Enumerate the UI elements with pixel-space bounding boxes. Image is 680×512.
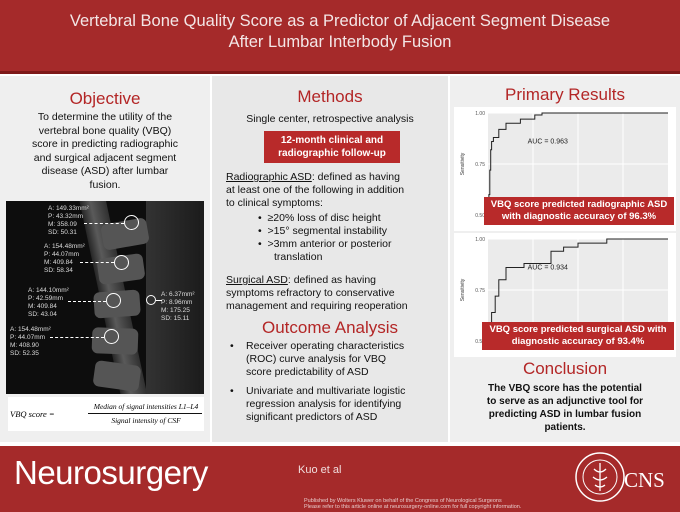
roc-curve (488, 238, 668, 342)
roi-circle (124, 215, 139, 230)
list-item: • >3mm anterior or posterior (258, 238, 392, 250)
conclusion-text: The VBQ score has the potential to serve… (486, 383, 644, 433)
authors: Kuo et al (298, 464, 342, 476)
title-banner: Vertebral Bone Quality Score as a Predic… (0, 0, 680, 74)
auc-annotation: AUC = 0.934 (528, 265, 568, 272)
list-item: • Receiver operating characteristics (RO… (230, 340, 405, 378)
surgical-asd-term: Surgical ASD (226, 274, 288, 286)
formula-denominator: Signal intensity of CSF (111, 416, 181, 425)
y-tick-label: 0.75 (475, 288, 485, 294)
vbq-formula: VBQ score = Median of signal intensities… (8, 397, 204, 431)
followup-box: 12-month clinical and radiographic follo… (264, 131, 400, 163)
roi-leader (80, 262, 114, 263)
conclusion-heading: Conclusion (522, 359, 608, 378)
result-caption-surgical: VBQ score predicted surgical ASD with di… (482, 322, 674, 350)
journal-logo: Neurosurgery (14, 454, 208, 491)
y-axis-label: Sensitivity (460, 152, 466, 175)
roi-leader (68, 301, 106, 302)
y-axis-label: Sensitivity (460, 278, 466, 301)
y-tick-label: 1.00 (475, 111, 485, 117)
list-item: • >15° segmental instability (258, 225, 387, 237)
list-item: • Univariate and multivariate logistic r… (230, 385, 406, 423)
objective-text: To determine the utility of the vertebra… (8, 111, 202, 192)
list-item: • ≥20% loss of disc height (258, 212, 381, 224)
roi-leader (156, 300, 162, 301)
mri-image: A: 149.33mm² P: 43.32mm M: 358.09 SD: 50… (6, 201, 204, 394)
publisher-note: Published by Wolters Kluwer on behalf of… (304, 498, 522, 510)
y-tick-label: 1.00 (475, 237, 485, 243)
footer-banner: Neurosurgery Kuo et al Published by Wolt… (0, 446, 680, 512)
radiographic-asd-definition: Radiographic ASD: defined as having at l… (226, 171, 405, 209)
auc-annotation: AUC = 0.963 (528, 139, 568, 146)
cns-seal-icon (575, 452, 625, 502)
roi-measure-1: A: 149.33mm² P: 43.32mm M: 358.09 SD: 50… (48, 205, 89, 236)
outcome-heading: Outcome Analysis (261, 318, 399, 337)
methods-heading: Methods (297, 87, 363, 106)
objective-heading: Objective (69, 89, 141, 108)
objective-line: score in predicting radiographic (32, 138, 178, 150)
cns-logo-text: CNS (624, 468, 665, 492)
objective-panel: Objective To determine the utility of th… (0, 76, 210, 442)
surgical-asd-definition: Surgical ASD: defined as having symptoms… (226, 274, 408, 312)
title-line-2: After Lumbar Interbody Fusion (228, 33, 452, 51)
title-line-1: Vertebral Bone Quality Score as a Predic… (69, 12, 611, 30)
formula-numerator: Median of signal intensities L1–L4 (93, 402, 199, 411)
formula-lhs: VBQ score = (10, 409, 55, 419)
fraction-bar (88, 413, 202, 414)
radiographic-asd-term: Radiographic ASD (226, 171, 312, 183)
objective-line: vertebral bone quality (VBQ) (38, 124, 172, 137)
result-caption-radiographic: VBQ score predicted radiographic ASD wit… (484, 197, 674, 225)
y-tick-label: 0.75 (475, 162, 485, 168)
methods-design: Single center, retrospective analysis (246, 113, 414, 125)
objective-line: fusion. (89, 178, 121, 191)
objective-line: To determine the utility of the (37, 111, 173, 123)
roc-curve (488, 112, 668, 216)
roi-circle-csf (146, 295, 156, 305)
roi-measure-2: A: 154.48mm² P: 44.07mm M: 409.84 SD: 58… (44, 243, 85, 274)
roi-measure-3: A: 144.10mm² P: 42.59mm M: 409.84 SD: 43… (28, 287, 69, 318)
y-tick-label: 0.50 (475, 339, 485, 345)
roi-leader (84, 223, 124, 224)
roi-measure-csf: A: 6.37mm² P: 8.96mm M: 175.25 SD: 15.11 (161, 291, 195, 322)
roi-leader (50, 337, 104, 338)
y-tick-label: 0.50 (475, 213, 485, 219)
roi-circle (106, 293, 121, 308)
objective-line: disease (ASD) after lumbar (41, 165, 169, 177)
roi-circle (114, 255, 129, 270)
roi-circle (104, 329, 119, 344)
objective-line: and surgical adjacent segment (33, 151, 177, 164)
poster-title: Vertebral Bone Quality Score as a Predic… (10, 11, 670, 53)
criteria-list: • ≥20% loss of disc height • >15° segmen… (258, 212, 392, 263)
roi-measure-4: A: 154.48mm² P: 44.07mm M: 408.90 SD: 52… (10, 326, 51, 357)
outcome-list: • Receiver operating characteristics (RO… (228, 340, 444, 424)
results-heading: Primary Results (505, 85, 625, 104)
methods-panel: Methods Single center, retrospective ana… (212, 76, 448, 442)
